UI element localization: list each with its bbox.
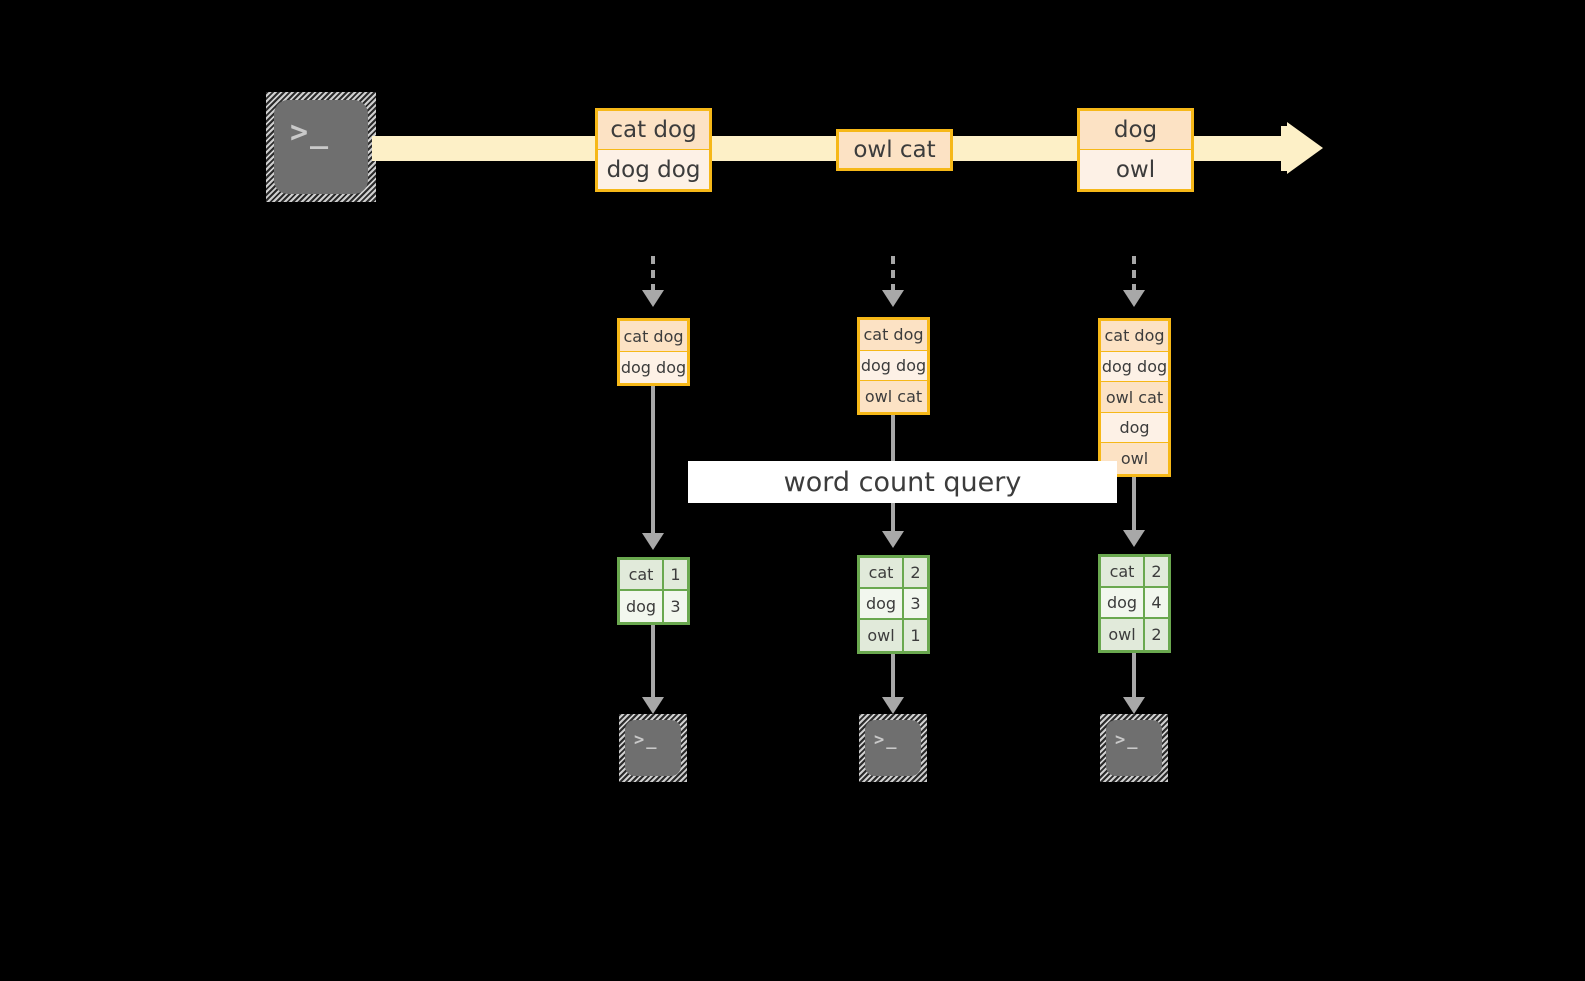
input-row: cat dog [860, 320, 927, 351]
sink-terminal-icon-3: >_ [1100, 714, 1168, 782]
sink-connector-1 [651, 625, 655, 700]
input-table-2: cat dog dog dog owl cat [857, 317, 930, 415]
result-count: 3 [664, 591, 687, 622]
input-row: cat dog [1101, 321, 1168, 352]
result-table-1: cat 1 dog 3 [617, 557, 690, 625]
query-connector-3 [1132, 477, 1136, 532]
table-row: cat 1 [620, 560, 687, 591]
input-row: cat dog [620, 321, 687, 352]
table-row: cat 2 [1101, 557, 1168, 588]
stream-record-line: dog dog [598, 150, 709, 189]
stream-arrow-head [1287, 122, 1323, 174]
result-word: cat [1101, 557, 1145, 586]
table-row: dog 3 [620, 591, 687, 622]
stream-record-1: cat dog dog dog [595, 108, 712, 192]
query-connector-arrow-3 [1123, 530, 1145, 547]
sink-connector-2 [891, 654, 895, 700]
result-table-2: cat 2 dog 3 owl 1 [857, 555, 930, 654]
sink-terminal-icon-2: >_ [859, 714, 927, 782]
table-row: dog 3 [860, 589, 927, 620]
stream-record-2: owl cat [836, 129, 953, 171]
terminal-body: >_ [1106, 720, 1162, 776]
result-count: 1 [664, 560, 687, 589]
table-row: owl 2 [1101, 619, 1168, 650]
result-count: 4 [1145, 588, 1168, 617]
result-table-3: cat 2 dog 4 owl 2 [1098, 554, 1171, 653]
sink-connector-arrow-2 [882, 697, 904, 714]
trigger-connector-1 [651, 256, 655, 292]
result-count: 2 [1145, 619, 1168, 650]
result-word: dog [1101, 588, 1145, 617]
trigger-connector-2 [891, 256, 895, 292]
result-word: cat [620, 560, 664, 589]
input-table-3: cat dog dog dog owl cat dog owl [1098, 318, 1171, 477]
input-row: dog dog [620, 352, 687, 383]
terminal-body: >_ [625, 720, 681, 776]
stream-record-line: owl [1080, 150, 1191, 189]
result-word: dog [620, 591, 664, 622]
terminal-prompt-glyph: >_ [634, 730, 659, 750]
input-row: owl cat [1101, 382, 1168, 413]
trigger-connector-arrow-3 [1123, 290, 1145, 307]
result-count: 2 [904, 558, 927, 587]
result-count: 2 [1145, 557, 1168, 586]
table-row: cat 2 [860, 558, 927, 589]
terminal-body: >_ [865, 720, 921, 776]
table-row: dog 4 [1101, 588, 1168, 619]
result-count: 3 [904, 589, 927, 618]
result-word: owl [860, 620, 904, 651]
sink-connector-arrow-1 [642, 697, 664, 714]
terminal-prompt-glyph: >_ [874, 730, 899, 750]
result-word: cat [860, 558, 904, 587]
query-label-text: word count query [783, 466, 1022, 498]
stream-arrow-shoulder [1281, 126, 1289, 171]
result-word: owl [1101, 619, 1145, 650]
input-row: owl cat [860, 381, 927, 412]
stream-record-line: cat dog [598, 111, 709, 150]
query-connector-1 [651, 386, 655, 536]
sink-connector-arrow-3 [1123, 697, 1145, 714]
sink-connector-3 [1132, 653, 1136, 700]
stream-record-line: dog [1080, 111, 1191, 150]
trigger-connector-arrow-1 [642, 290, 664, 307]
input-row: dog dog [1101, 351, 1168, 383]
table-row: owl 1 [860, 620, 927, 651]
stream-record-3: dog owl [1077, 108, 1194, 192]
terminal-body: >_ [274, 100, 368, 194]
terminal-prompt-glyph: >_ [1115, 730, 1140, 750]
terminal-prompt-glyph: >_ [290, 115, 331, 150]
sink-terminal-icon-1: >_ [619, 714, 687, 782]
source-terminal-icon: >_ [266, 92, 376, 202]
stream-record-line: owl cat [839, 132, 950, 168]
result-count: 1 [904, 620, 927, 651]
query-connector-arrow-2 [882, 531, 904, 548]
input-table-1: cat dog dog dog [617, 318, 690, 386]
query-connector-arrow-1 [642, 533, 664, 550]
input-row: dog dog [860, 350, 927, 382]
result-word: dog [860, 589, 904, 618]
trigger-connector-3 [1132, 256, 1136, 292]
trigger-connector-arrow-2 [882, 290, 904, 307]
input-row: dog [1101, 412, 1168, 444]
query-label: word count query [688, 461, 1117, 503]
